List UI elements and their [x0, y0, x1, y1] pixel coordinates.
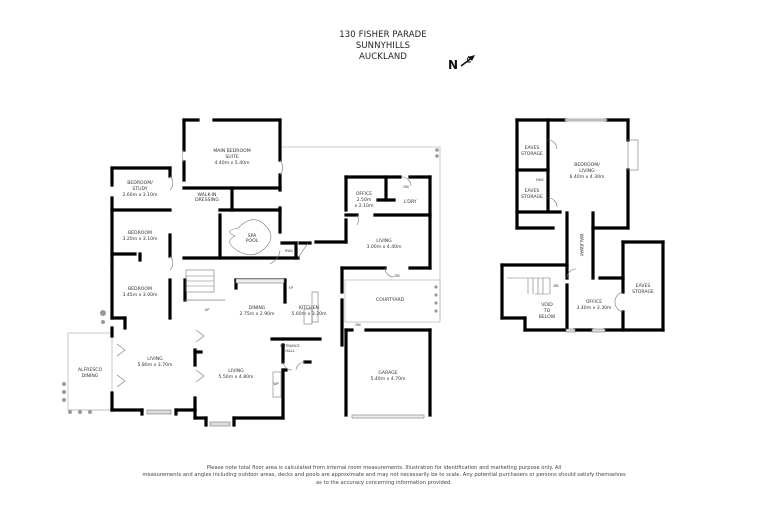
compass: N [448, 55, 475, 72]
room-label-bedroom-2: BEDROOM [128, 230, 152, 236]
disclaimer-line-1: Please note total floor area is calculat… [206, 465, 562, 471]
room-label-eaves-2: EAVES [525, 188, 540, 194]
hwc-label: HWC [536, 178, 545, 182]
address-suburb: SUNNYHILLS [355, 41, 411, 51]
room-label-main-bedroom: MAIN BEDROOM [213, 148, 250, 154]
room-label-living-2: LIVING [147, 356, 163, 362]
dn-label: DN [394, 274, 400, 278]
room-label-void: VOID [541, 302, 553, 308]
ground-floor-plan: MAIN BEDROOM SUITE 4.40m x 5.40m BEDROOM… [62, 118, 441, 427]
room-label-courtyard: COURTYARD [376, 297, 405, 303]
room-label-living-3: LIVING [228, 368, 244, 374]
room-label-walkin-dressing: WALK-IN [198, 192, 217, 198]
svg-text:BELOW: BELOW [539, 314, 556, 320]
disclaimer-line-2: measurements and angles including outdoo… [142, 472, 626, 479]
hwc-label: HWC [285, 249, 294, 253]
room-label-walkway: WALKWAY [578, 234, 584, 257]
svg-text:2.75m x 2.90m: 2.75m x 2.90m [239, 311, 275, 317]
svg-text:DRESSING: DRESSING [195, 197, 219, 203]
room-label-alfresco: ALFRESCO [78, 367, 103, 373]
svg-text:3.00m x 4.40m: 3.00m x 4.40m [366, 244, 402, 250]
room-label-bedroom-study: BEDROOM/ [127, 180, 153, 186]
svg-text:5.40m x 4.70m: 5.40m x 4.70m [370, 376, 406, 382]
room-label-ldry: L'DRY [403, 199, 416, 205]
disclaimer-line-3: as to the accuracy concerning informatio… [316, 479, 452, 486]
svg-text:STORAGE: STORAGE [521, 151, 543, 157]
plant-icon [62, 148, 439, 414]
svg-text:5.80m x 3.70m: 5.80m x 3.70m [137, 362, 173, 368]
room-label-eaves-3: EAVES [636, 283, 651, 289]
room-label-spa-pool: SPA [248, 233, 257, 239]
up-label: UP [205, 308, 210, 312]
svg-text:5.50m x 4.80m: 5.50m x 4.80m [218, 374, 254, 380]
room-label-dining: DINING [249, 305, 266, 311]
dn-label: DN [403, 185, 409, 189]
fridge-label: F/F [289, 286, 294, 290]
room-label-bedroom-living: BEDROOM/ [574, 162, 600, 168]
wp-label: WP [273, 382, 278, 386]
svg-text:3.40m x 3.30m: 3.40m x 3.30m [576, 305, 612, 311]
svg-text:DINING: DINING [82, 373, 99, 379]
room-label-bedroom-3: BEDROOM [128, 286, 152, 292]
svg-text:TO: TO [543, 308, 551, 314]
room-label-kitchen: KITCHEN [299, 305, 319, 311]
svg-text:HALL: HALL [285, 349, 294, 353]
north-arrow-icon [460, 55, 475, 67]
svg-text:3.45m x 3.00m: 3.45m x 3.00m [122, 292, 158, 298]
room-label-office: OFFICE [356, 191, 372, 197]
disclaimer: Please note total floor area is calculat… [100, 465, 668, 487]
svg-text:3.20m x 3.10m: 3.20m x 3.10m [122, 236, 158, 242]
room-label-garage: GARAGE [378, 370, 397, 376]
room-label-living-1: LIVING [376, 238, 392, 244]
svg-text:2.60m x 3.10m: 2.60m x 3.10m [122, 192, 158, 198]
address-street: 130 FISHER PARADE [339, 30, 427, 40]
dn-label: DN [553, 284, 559, 288]
compass-label: N [448, 58, 459, 72]
svg-text:STORAGE: STORAGE [521, 194, 543, 200]
svg-text:5.60m x 3.20m: 5.60m x 3.20m [291, 311, 327, 317]
svg-text:6.40m x 4.30m: 6.40m x 4.30m [569, 174, 605, 180]
upper-floor-plan: EAVES STORAGE EAVES STORAGE BEDROOM/ LIV… [500, 118, 665, 333]
room-label-entrance: ENTRANCE [280, 344, 300, 348]
svg-text:STUDY: STUDY [132, 186, 147, 192]
svg-text:2.50m: 2.50m [357, 197, 372, 203]
room-label-eaves-1: EAVES [525, 145, 540, 151]
svg-text:POOL: POOL [246, 238, 259, 244]
dn-label: DN [355, 323, 361, 327]
svg-text:LIVING: LIVING [579, 168, 595, 174]
address-header: 130 FISHER PARADE SUNNYHILLS AUCKLAND [0, 30, 768, 63]
svg-text:SUITE: SUITE [225, 154, 238, 160]
room-label-office-up: OFFICE [586, 299, 602, 305]
svg-text:x 2.10m: x 2.10m [355, 203, 374, 209]
svg-text:4.40m x 5.40m: 4.40m x 5.40m [214, 160, 250, 166]
svg-text:STORAGE: STORAGE [632, 289, 654, 295]
address-city: AUCKLAND [359, 52, 407, 62]
